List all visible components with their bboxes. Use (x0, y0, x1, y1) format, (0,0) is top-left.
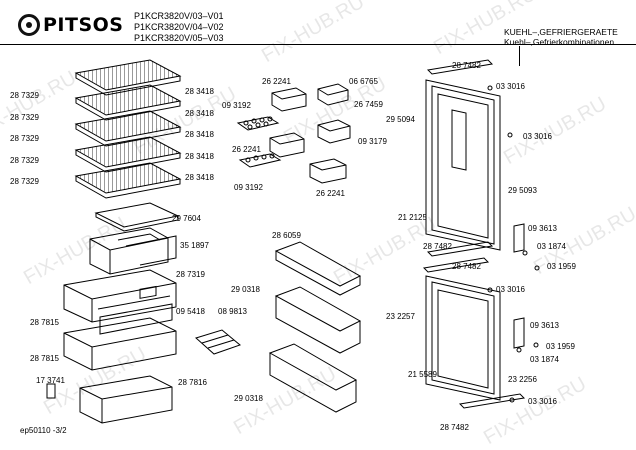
part-number-label: 03 1874 (530, 355, 559, 364)
part-number-label: 28 7482 (452, 262, 481, 271)
butter-dish (271, 87, 307, 112)
part-number-label: 29 0318 (231, 285, 260, 294)
model-number: P1KCR3820V/05–V03 (134, 33, 224, 43)
glass-shelf (94, 202, 180, 232)
part-number-label: 26 7459 (354, 100, 383, 109)
part-number-label: 28 3418 (185, 130, 214, 139)
part-number-label: 03 1874 (537, 242, 566, 251)
model-number: P1KCR3820V/03–V01 (134, 11, 224, 21)
egg-tray (236, 116, 280, 131)
part-number-label: 28 7329 (10, 91, 39, 100)
diagram-reference: ep50110 -3/2 (20, 426, 67, 435)
appliance-subcategory: Kuehl–,Gefrierkombinationen (504, 37, 615, 47)
part-number-label: 06 6765 (349, 77, 378, 86)
part-number-label: 09 5418 (176, 307, 205, 316)
drawer-handle-clip (46, 383, 56, 399)
part-number-label: 09 3179 (358, 137, 387, 146)
hinge-bracket (513, 223, 525, 253)
part-number-label: 21 2125 (398, 213, 427, 222)
part-number-label: 28 7329 (10, 156, 39, 165)
part-number-label: 26 2241 (316, 189, 345, 198)
freezer-drawer-front (99, 285, 173, 335)
fridge-door (425, 79, 501, 251)
part-number-label: 03 3016 (496, 285, 525, 294)
butter-dish-lid (317, 83, 349, 106)
model-list: P1KCR3820V/03–V01 P1KCR3820V/04–V02 P1KC… (134, 11, 224, 44)
part-number-label: 26 2241 (262, 77, 291, 86)
freezer-drawer (63, 317, 177, 371)
part-number-label: 03 3016 (496, 82, 525, 91)
door-hinge (458, 393, 526, 409)
part-number-label: 28 7815 (30, 354, 59, 363)
butter-dish (269, 132, 305, 158)
part-number-label: 26 2241 (232, 145, 261, 154)
freezer-door (425, 275, 501, 401)
appliance-type: KUEHL–,GEFRIERGERAETE Kuehl–,Gefrierkomb… (504, 27, 618, 47)
header-vertical-divider (519, 46, 520, 66)
part-number-label: 09 3192 (222, 101, 251, 110)
part-number-label: 29 7604 (172, 214, 201, 223)
part-number-label: 17 3741 (36, 376, 65, 385)
ice-cube-tray (195, 329, 242, 355)
part-number-label: 28 7482 (452, 61, 481, 70)
part-number-label: 29 5094 (386, 115, 415, 124)
crisper-drawer (125, 235, 177, 266)
part-number-label: 03 3016 (523, 132, 552, 141)
dairy-compartment (317, 119, 351, 144)
part-number-label: 28 3418 (185, 109, 214, 118)
part-number-label: 29 0318 (234, 394, 263, 403)
part-number-label: 23 2256 (508, 375, 537, 384)
door-shelf (274, 241, 362, 296)
door-shelf (268, 343, 358, 413)
model-number: P1KCR3820V/04–V02 (134, 22, 224, 32)
part-number-label: 28 3418 (185, 87, 214, 96)
part-number-label: 28 7319 (176, 270, 205, 279)
part-number-label: 28 7816 (178, 378, 207, 387)
part-number-label: 28 7329 (10, 134, 39, 143)
door-hinge (422, 257, 490, 273)
part-number-label: 09 3613 (528, 224, 557, 233)
screw (487, 85, 540, 403)
door-hinge (426, 59, 494, 75)
part-number-label: 03 3016 (528, 397, 557, 406)
door-hinge (426, 241, 494, 257)
part-number-label: 28 3418 (185, 152, 214, 161)
freezer-drawer (79, 375, 173, 424)
part-number-label: 35 1897 (180, 241, 209, 250)
brand-name: PITSOS (43, 14, 124, 36)
egg-tray (238, 153, 282, 168)
appliance-category: KUEHL–,GEFRIERGERAETE (504, 27, 618, 37)
part-number-label: 28 7815 (30, 318, 59, 327)
hinge-bracket (513, 317, 525, 349)
part-number-label: 28 3418 (185, 173, 214, 182)
part-number-label: 09 3192 (234, 183, 263, 192)
part-number-label: 28 7482 (440, 423, 469, 432)
crisper-drawer (89, 227, 169, 275)
part-number-label: 29 5093 (508, 186, 537, 195)
part-number-label: 09 3613 (530, 321, 559, 330)
wire-shelf (74, 162, 182, 199)
part-number-label: 28 7329 (10, 113, 39, 122)
part-number-label: 03 1959 (546, 342, 575, 351)
part-number-label: 28 7329 (10, 177, 39, 186)
door-shelf (274, 286, 362, 354)
brand-logo-mark (18, 14, 40, 36)
part-number-label: 21 5589 (408, 370, 437, 379)
butter-dish (309, 158, 347, 184)
brand-logo: PITSOS (18, 14, 123, 36)
part-number-label: 08 9813 (218, 307, 247, 316)
header-divider (0, 44, 636, 45)
freezer-drawer (63, 269, 177, 323)
part-number-label: 28 7482 (423, 242, 452, 251)
part-number-label: 03 1959 (547, 262, 576, 271)
part-number-label: 23 2257 (386, 312, 415, 321)
part-number-label: 28 6059 (272, 231, 301, 240)
